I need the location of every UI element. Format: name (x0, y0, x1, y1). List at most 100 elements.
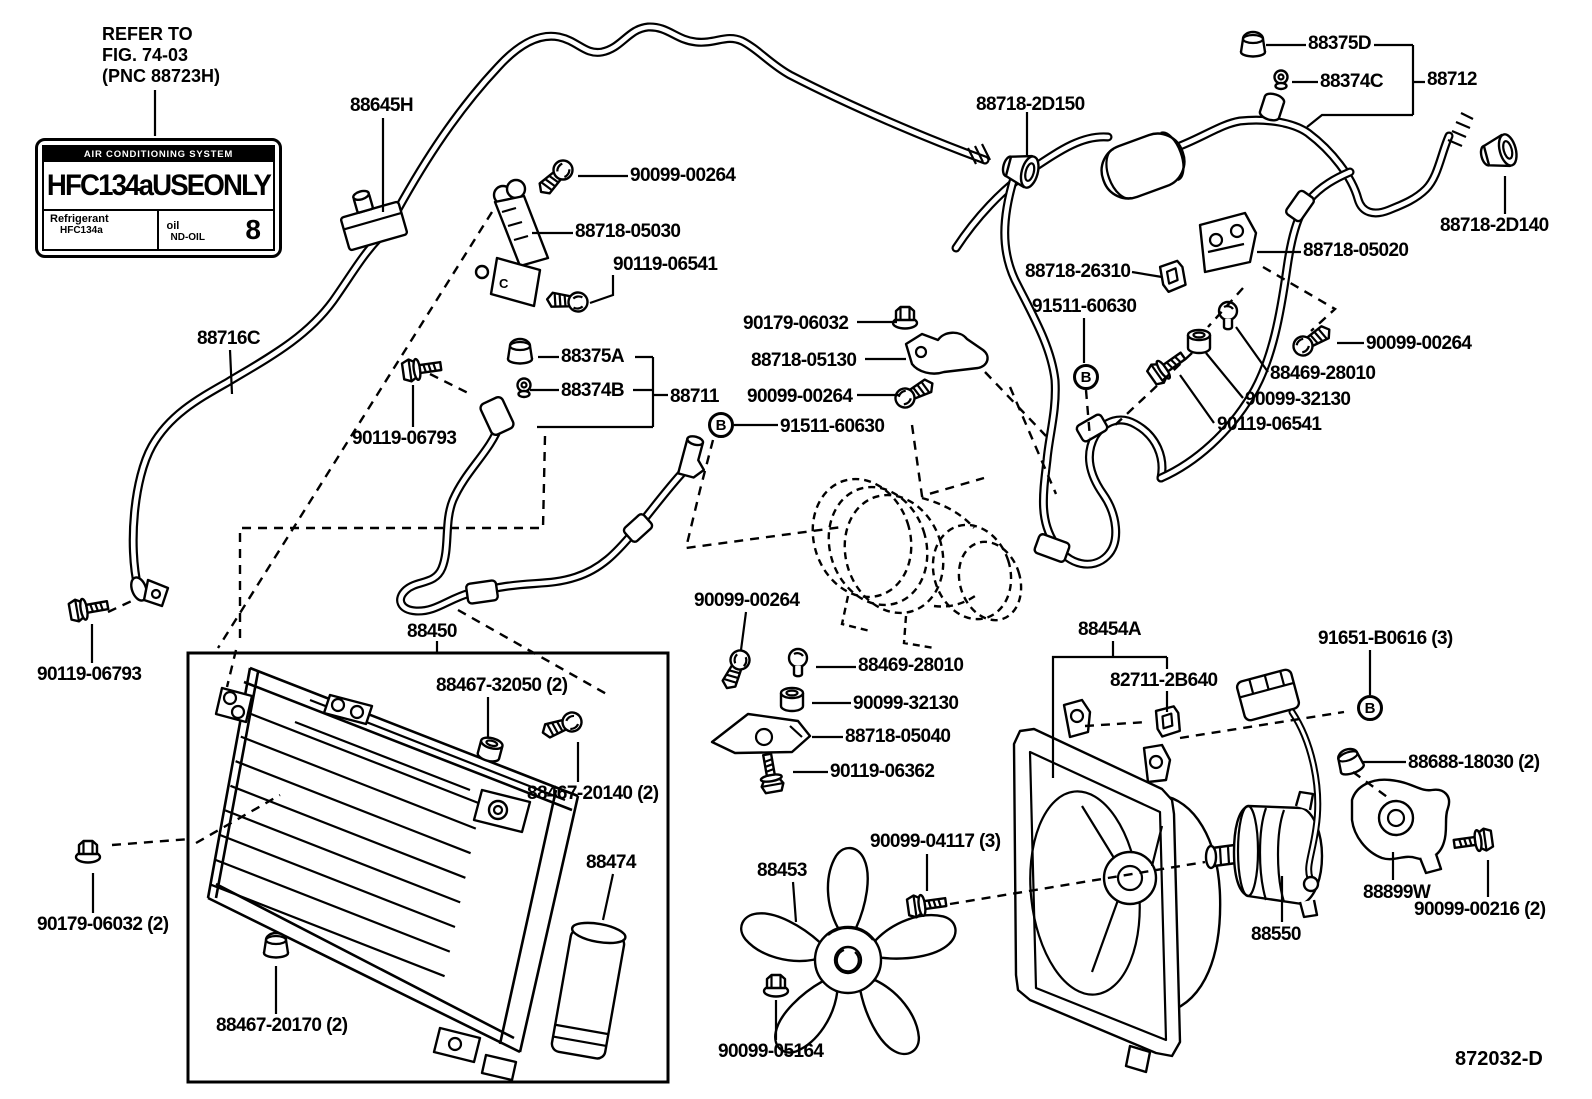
c-marker-bracket: C (499, 276, 509, 291)
part-label-88688-18030: 88688-18030 (2) (1408, 752, 1540, 773)
nut-icon-90179-06032-bottom (74, 839, 102, 864)
refer-note-line1: REFER TO (102, 24, 193, 44)
part-label-90099-04117: 90099-04117 (3) (870, 831, 1001, 852)
part-label-88718-05030: 88718-05030 (575, 221, 681, 242)
fan-motor-88550 (1204, 790, 1324, 919)
screw-icon-90099-00264-top (533, 155, 578, 200)
part-label-82711-2b640: 82711-2B640 (1110, 670, 1218, 691)
screw-icon-90099-00264-mid (890, 373, 939, 413)
part-label-91651-b0616: 91651-B0616 (3) (1318, 628, 1453, 649)
pipe-end-ribs (967, 112, 1474, 165)
caution-plate-oil-cell: oil ND-OIL 8 (159, 211, 274, 249)
part-label-90119-06362: 90119-06362 (830, 761, 935, 782)
elbow-connector (676, 435, 706, 479)
condenser-core (206, 666, 580, 1054)
part-label-90099-32130-b: 90099-32130 (853, 693, 959, 714)
stud-icon-88469-28010-center (787, 647, 809, 678)
caution-plate-bottom: Refrigerant HFC134a oil ND-OIL 8 (44, 209, 273, 249)
b-marker-harness: B (1357, 695, 1383, 721)
part-label-88718-2d150: 88718-2D150 (976, 94, 1085, 115)
part-label-88711: 88711 (670, 386, 719, 407)
oil-block: oil ND-OIL (159, 218, 205, 243)
condenser-box (186, 651, 670, 1084)
part-label-90119-06541-a: 90119-06541 (613, 254, 718, 275)
part-label-88469-28010-b: 88469-28010 (858, 655, 964, 676)
part-label-88718-26310: 88718-26310 (1025, 261, 1131, 282)
oil-value: ND-OIL (170, 231, 205, 243)
refer-note-line2: FIG. 74-03 (102, 45, 189, 65)
hose-to-right (1156, 167, 1355, 483)
wire-harness-91651 (1235, 668, 1322, 893)
part-label-88375d: 88375D (1308, 33, 1372, 54)
screw-icon-88467-20140 (538, 708, 586, 743)
b-marker-right: B (1073, 364, 1099, 390)
part-label-88467-32050: 88467-32050 (2) (436, 675, 568, 696)
bolt-icon-90119-06362 (755, 751, 786, 795)
screw-icon-90099-00264-center (717, 646, 754, 694)
caution-plate-header: AIR CONDITIONING SYSTEM (44, 147, 273, 162)
nut-icon-88688-18030 (1333, 744, 1367, 779)
bolt-icon-90119-06541-right (1144, 345, 1191, 388)
part-label-88467-20140: 88467-20140 (2) (527, 783, 659, 804)
part-label-90179-06032-2: 90179-06032 (2) (37, 914, 169, 935)
pipe-suction-hose-88711 (396, 419, 689, 616)
leader-lines (90, 43, 1507, 1040)
compressor-reference (811, 477, 1023, 650)
part-label-88469-28010-a: 88469-28010 (1270, 363, 1376, 384)
bracket-88718-05040 (710, 712, 812, 755)
figure-code: 872032-D (1455, 1048, 1543, 1070)
nut-icon-90179-06032-top (891, 305, 919, 330)
b-marker-center: B (708, 412, 734, 438)
assembly-dashed-lines (107, 211, 1391, 906)
screw-icon-90119-06541-top (545, 288, 590, 314)
part-label-90099-32130-a: 90099-32130 (1245, 389, 1351, 410)
part-label-90099-00264-b: 90099-00264 (747, 386, 853, 407)
part-label-88374b: 88374B (561, 380, 625, 401)
part-label-88716c: 88716C (197, 328, 261, 349)
part-label-90119-06541-b: 90119-06541 (1217, 414, 1322, 435)
refrigerant-value: HFC134a (60, 225, 103, 236)
bolt-icon-90099-00216 (1451, 826, 1495, 856)
pipe-liquid-lower-88716c (128, 233, 384, 593)
part-label-91511-60630-b: 91511-60630 (1032, 296, 1137, 317)
part-label-90119-06793-a: 90119-06793 (352, 428, 457, 449)
pipe-end-fitting-left (130, 576, 170, 608)
capacity-badge: 8 (245, 214, 261, 245)
refer-note-line3: (PNC 88723H) (102, 66, 221, 86)
cushion-icon-88467-20170 (262, 931, 290, 959)
caution-plate-inner: AIR CONDITIONING SYSTEM HFC134aUSEONLY R… (42, 145, 275, 251)
part-label-88474: 88474 (586, 852, 636, 873)
motor-bracket-88899w (1350, 778, 1451, 875)
part-label-90099-00264-a: 90099-00264 (630, 165, 736, 186)
refer-note: REFER TO FIG. 74-03 (PNC 88723H) (102, 24, 220, 87)
oil-title: oil (166, 219, 180, 232)
receiver-drier-88474 (550, 921, 627, 1060)
part-label-88718-05130: 88718-05130 (751, 350, 857, 371)
bolt-icon-90119-06793-bottom (67, 593, 111, 624)
part-label-88718-05020: 88718-05020 (1303, 240, 1409, 261)
ring-icon-88374b (516, 377, 532, 399)
part-label-88645h: 88645H (350, 95, 414, 116)
fan-shroud-88454a (1012, 698, 1222, 1074)
cap-icon-88375a (506, 337, 534, 365)
condenser-brackets (214, 686, 532, 1082)
hose-ferrules (465, 92, 1316, 605)
part-label-90099-00264-c: 90099-00264 (1366, 333, 1472, 354)
clamp-88718-05130 (904, 331, 989, 375)
cap-icon-88375d (1239, 30, 1267, 58)
refrigerant-caution-plate: AIR CONDITIONING SYSTEM HFC134aUSEONLY R… (35, 138, 282, 258)
pipe-fitting-88711 (479, 395, 515, 437)
part-label-88712: 88712 (1427, 69, 1477, 90)
bracket-88718-05020 (1198, 211, 1258, 274)
grommet-icon-88718-2d140 (1476, 131, 1521, 174)
part-label-88467-20170: 88467-20170 (2) (216, 1015, 348, 1036)
pressure-switch-88645h (339, 189, 409, 252)
grommet-icon-90099-32130-right (1186, 328, 1212, 355)
grommet-icon-90099-32130-center (779, 686, 805, 713)
part-label-88450: 88450 (407, 621, 457, 642)
part-label-88375a: 88375A (561, 346, 625, 367)
clip-88718-26310-icon (1158, 258, 1188, 294)
part-label-88550: 88550 (1251, 924, 1301, 945)
screw-icon-90099-00264-right (1288, 320, 1336, 361)
